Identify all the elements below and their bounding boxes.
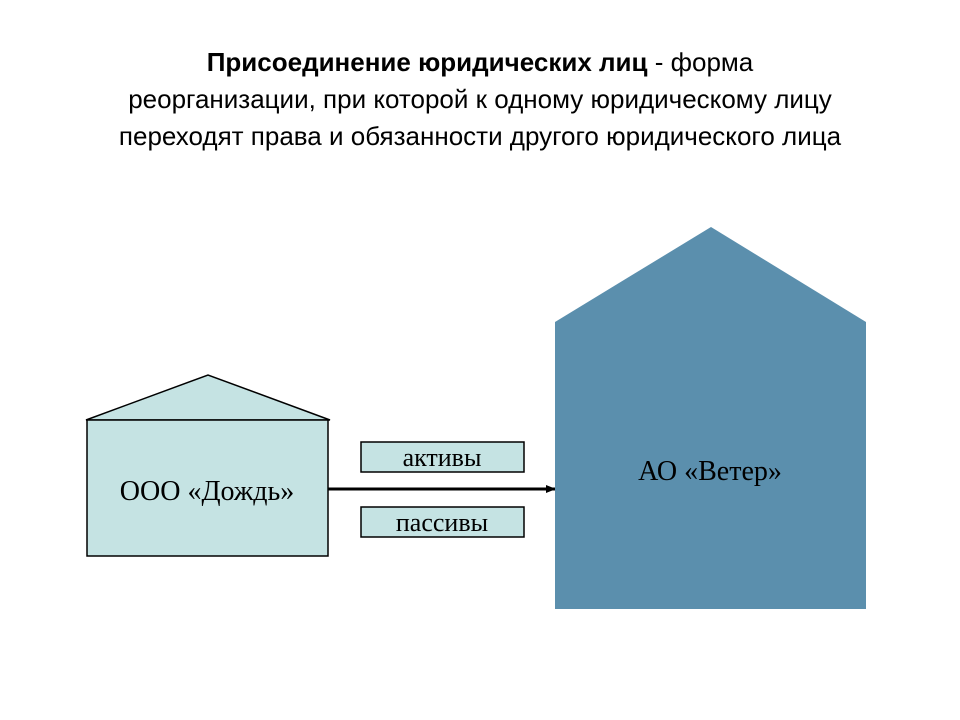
transfer-item-liabilities: пассивы	[360, 506, 525, 538]
target-house: АО «Ветер»	[555, 227, 866, 609]
title-separator: -	[647, 47, 671, 77]
assets-box	[360, 441, 525, 473]
source-house-body	[86, 419, 329, 557]
title-line3: переходят права и обязанности другого юр…	[118, 121, 842, 151]
source-house: ООО «Дождь»	[85, 374, 331, 557]
liabilities-box	[360, 506, 525, 538]
target-house-body	[555, 322, 866, 609]
source-house-roof	[85, 374, 331, 421]
assets-label: активы	[403, 443, 482, 472]
title-line2: реорганизации, при которой к одному юрид…	[128, 84, 832, 114]
slide-title: Присоединение юридических лиц - форма ре…	[0, 44, 960, 155]
source-entity-label: ООО «Дождь»	[120, 476, 294, 507]
transfer-item-assets: активы	[360, 441, 525, 473]
title-line1-rest: форма	[670, 47, 754, 77]
title-term: Присоединение юридических лиц	[206, 47, 648, 77]
liabilities-label: пассивы	[396, 508, 488, 537]
target-house-roof	[555, 227, 866, 322]
target-entity-label: АО «Ветер»	[638, 456, 782, 487]
